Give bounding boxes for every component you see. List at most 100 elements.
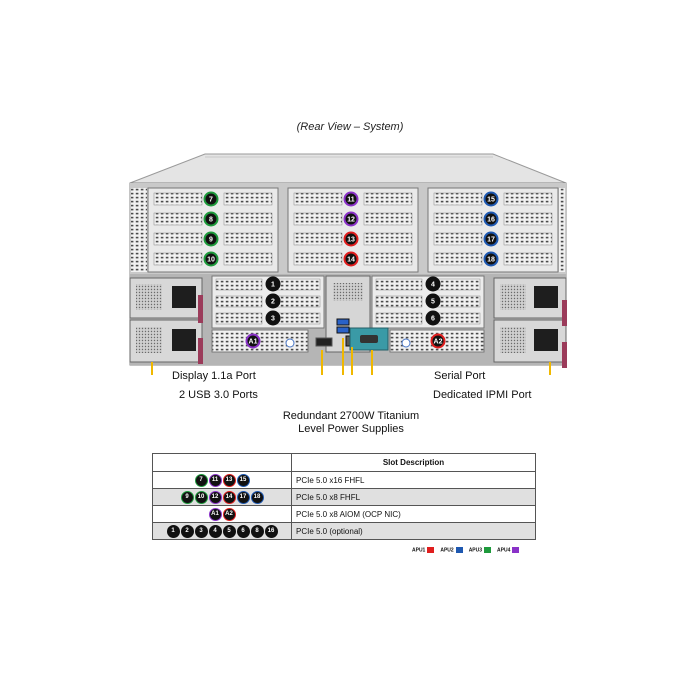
slot-chip-13: 13 <box>343 231 359 247</box>
slot-description: PCIe 5.0 (optional) <box>291 522 536 540</box>
slot-chip-2: 2 <box>265 293 281 309</box>
usb-port-1 <box>336 318 350 326</box>
legend-label: APU1 <box>412 547 426 554</box>
slot-chip-17: 17 <box>483 231 499 247</box>
slot-chip-4: 4 <box>425 276 441 292</box>
slot-chip-3: 3 <box>265 310 281 326</box>
slot-chip-1: 1 <box>166 524 180 538</box>
slot-chip-9-label: 9 <box>209 237 213 244</box>
slot-chip-8-label: 8 <box>209 217 213 224</box>
slot-chip-6: 6 <box>236 524 250 538</box>
apu-legend: APU1 APU2 APU3 APU4 <box>412 547 542 553</box>
slot-chip-8: 8 <box>203 211 219 227</box>
slot-chip-2: 2 <box>180 524 194 538</box>
slot-chip-15-label: 15 <box>487 197 495 204</box>
slot-chip-6-label: 6 <box>431 316 435 323</box>
slot-chip-5: 5 <box>222 524 236 538</box>
slot-chip-11: 11 <box>208 473 222 487</box>
slot-chip-1: 1 <box>265 276 281 292</box>
slot-chip-10: 10 <box>194 490 208 504</box>
slot-chip-2-label: 2 <box>271 299 275 306</box>
serial-port-connector <box>360 335 378 343</box>
slot-chip-12: 12 <box>208 490 222 504</box>
slot-chip-A2: A2 <box>222 507 236 521</box>
slot-chip-8: 8 <box>250 524 264 538</box>
chassis-lid <box>129 153 567 184</box>
aiom-chip-A2: A2 <box>430 333 446 349</box>
slot-chip-4: 4 <box>208 524 222 538</box>
slot-chip-A1: A1 <box>208 507 222 521</box>
slot-chip-5: 5 <box>425 293 441 309</box>
slot-chip-7: 7 <box>194 473 208 487</box>
slot-chip-12: 12 <box>343 211 359 227</box>
slot-chip-9: 9 <box>180 490 194 504</box>
slot-chip-16: 16 <box>264 524 278 538</box>
usb-port-2 <box>336 326 350 334</box>
legend-item-apu1: APU1 <box>412 547 435 554</box>
slot-chip-14: 14 <box>343 251 359 267</box>
slot-chip-3-label: 3 <box>271 316 275 323</box>
slot-chip-13: 13 <box>222 473 236 487</box>
aiom-chip-A2-label: A2 <box>434 339 443 346</box>
slot-chip-10: 10 <box>203 251 219 267</box>
callout-lines <box>151 338 551 375</box>
slot-chip-12-label: 12 <box>347 217 355 224</box>
slot-description: PCIe 5.0 x8 FHFL <box>291 488 536 506</box>
legend-swatch <box>484 547 492 553</box>
slot-chip-17-label: 17 <box>487 237 495 244</box>
slot-chip-11: 11 <box>343 191 359 207</box>
legend-label: APU4 <box>497 547 511 554</box>
psu-label-line2: Level Power Supplies <box>298 423 404 435</box>
slot-chip-15: 15 <box>236 473 250 487</box>
display-port-connector <box>315 337 333 347</box>
table-header-blank <box>152 453 292 472</box>
legend-item-apu4: APU4 <box>497 547 520 554</box>
slot-chip-3: 3 <box>194 524 208 538</box>
aiom-chip-A1: A1 <box>245 333 261 349</box>
display-port-label: Display 1.1a Port <box>172 370 256 382</box>
legend-swatch <box>427 547 435 553</box>
table-header: Slot Description <box>291 453 536 472</box>
slot-chip-16: 16 <box>483 211 499 227</box>
slot-chip-15: 15 <box>483 191 499 207</box>
serial-port-label: Serial Port <box>434 370 486 382</box>
slot-chip-10-label: 10 <box>207 257 215 264</box>
psu-label: Redundant 2700W Titanium Level Power Sup… <box>270 410 432 436</box>
aiom-chip-A1-label: A1 <box>249 339 258 346</box>
slot-description: PCIe 5.0 x8 AIOM (OCP NIC) <box>291 505 536 523</box>
legend-item-apu3: APU3 <box>468 547 492 554</box>
legend-item-apu2: APU2 <box>440 547 463 553</box>
legend-swatch <box>512 547 520 553</box>
slot-chip-17: 17 <box>236 490 250 504</box>
legend-swatch <box>455 547 463 553</box>
psu-label-line1: Redundant 2700W Titanium <box>282 410 420 422</box>
slot-chip-14-label: 14 <box>347 257 355 264</box>
slot-chip-14: 14 <box>222 490 236 504</box>
slot-chip-1-label: 1 <box>271 282 275 289</box>
slot-chip-4-label: 4 <box>431 282 435 289</box>
slot-chip-7-label: 7 <box>209 197 213 204</box>
slot-chip-7: 7 <box>203 191 219 207</box>
slot-chip-6: 6 <box>425 310 441 326</box>
page-caption: (Rear View – System) <box>296 121 404 133</box>
table-header-row: Slot Description <box>152 453 536 472</box>
slot-chip-13-label: 13 <box>347 237 355 244</box>
legend-label: APU3 <box>468 547 483 554</box>
power-supplies <box>129 277 567 368</box>
slot-chip-16-label: 16 <box>487 217 495 224</box>
ipmi-port-label: Dedicated IPMI Port <box>433 389 532 401</box>
slot-description: PCIe 5.0 x16 FHFL <box>291 471 536 489</box>
slot-chip-11-label: 11 <box>347 197 355 204</box>
slot-chip-18: 18 <box>250 490 264 504</box>
slot-chip-18-label: 18 <box>487 257 495 264</box>
slot-chip-18: 18 <box>483 251 499 267</box>
